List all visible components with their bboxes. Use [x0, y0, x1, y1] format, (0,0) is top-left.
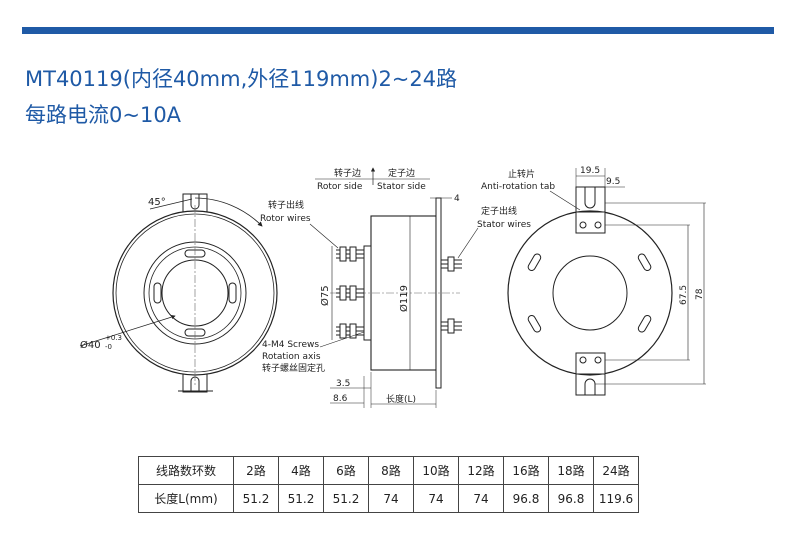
dim-d75: Ø75 [319, 285, 331, 306]
header-accent-bar [22, 27, 774, 34]
rear-slot [637, 314, 652, 333]
table-row: 线路数环数 2路 4路 6路 8路 10路 12路 16路 18路 24路 [138, 456, 639, 485]
length-cell: 74 [458, 484, 504, 513]
rear-outer-circle [507, 210, 673, 376]
length-cell: 51.2 [278, 484, 324, 513]
rear-slot [637, 253, 652, 272]
table-row: 长度L(mm) 51.2 51.2 51.2 74 74 74 96.8 96.… [138, 484, 639, 513]
front-bore-circle [161, 259, 229, 327]
screws-label-1: 4-M4 Screws [262, 340, 319, 350]
length-cell: 96.8 [548, 484, 594, 513]
dim-9-5: 9.5 [606, 177, 620, 187]
rotor-wire-bundle [336, 246, 364, 262]
stator-side-en: Stator side [377, 182, 426, 192]
circuit-cell: 10路 [413, 456, 459, 485]
length-cell: 96.8 [503, 484, 549, 513]
stator-wires-en: Stator wires [477, 220, 531, 230]
rear-slot [527, 253, 542, 272]
front-slot [228, 282, 237, 304]
dim-tol-plus: +0.3 [105, 334, 122, 342]
front-slot [153, 282, 162, 304]
circuit-cell: 16路 [503, 456, 549, 485]
anti-rotation-cn: 止转片 [508, 168, 535, 180]
circuit-cell: 2路 [233, 456, 279, 485]
stator-wires-cn: 定子出线 [481, 205, 517, 217]
length-cell: 74 [368, 484, 414, 513]
screws-label-2: Rotation axis [262, 352, 321, 362]
dim-3-5: 3.5 [336, 379, 350, 389]
dim-19-5: 19.5 [580, 166, 600, 176]
dim-flange-4: 4 [454, 194, 460, 204]
page-title: MT40119(内径40mm,外径119mm)2~24路 [25, 67, 458, 91]
rotor-wire-bundle [336, 323, 364, 339]
dim-tol-minus: -0 [105, 343, 112, 351]
spec-table: 线路数环数 2路 4路 6路 8路 10路 12路 16路 18路 24路 长度… [138, 456, 639, 513]
screws-label-3: 转子螺丝固定孔 [262, 362, 325, 374]
stator-wire-bundle [441, 318, 462, 334]
length-cell: 51.2 [233, 484, 279, 513]
technical-drawing: 45° Ø40 +0.3 -0 转子边 Rotor side 定子边 Stato… [79, 166, 706, 408]
circuit-cell: 6路 [323, 456, 369, 485]
rear-bore-circle [552, 255, 628, 331]
rotor-side-en: Rotor side [317, 182, 363, 192]
anti-rotation-en: Anti-rotation tab [481, 182, 555, 192]
stator-side-cn: 定子边 [388, 167, 415, 179]
circuit-cell: 4路 [278, 456, 324, 485]
circuit-cell: 18路 [548, 456, 594, 485]
circuit-cell: 24路 [593, 456, 639, 485]
circuit-cell: 12路 [458, 456, 504, 485]
circuit-cell: 8路 [368, 456, 414, 485]
side-view: 转子边 Rotor side 定子边 Stator side [260, 167, 531, 408]
dim-angle: 45° [148, 197, 166, 208]
rotor-side-cn: 转子边 [334, 167, 361, 179]
front-view: 45° Ø40 +0.3 -0 [79, 193, 278, 393]
front-rotor-circle [143, 241, 247, 345]
stator-wire-bundle [441, 256, 462, 272]
rotor-wire-bundle [336, 285, 364, 301]
rotor-wires-en: Rotor wires [260, 214, 311, 224]
rear-view: 止转片 Anti-rotation tab 19.5 9.5 67.5 78 [481, 166, 706, 396]
length-cell: 51.2 [323, 484, 369, 513]
page-subtitle: 每路电流0~10A [25, 103, 182, 127]
dim-67-5: 67.5 [679, 285, 689, 305]
dim-bore: Ø40 [80, 339, 101, 351]
length-cell: 74 [413, 484, 459, 513]
rotor-wires-cn: 转子出线 [268, 199, 304, 211]
dim-78: 78 [695, 288, 705, 300]
row-label-circuits: 线路数环数 [138, 456, 234, 485]
rear-slot [527, 314, 542, 333]
row-label-length: 长度L(mm) [138, 484, 234, 513]
length-cell: 119.6 [593, 484, 639, 513]
dim-8-6: 8.6 [333, 394, 348, 404]
dim-length: 长度(L) [386, 393, 416, 405]
dim-d119: Ø119 [398, 285, 410, 312]
